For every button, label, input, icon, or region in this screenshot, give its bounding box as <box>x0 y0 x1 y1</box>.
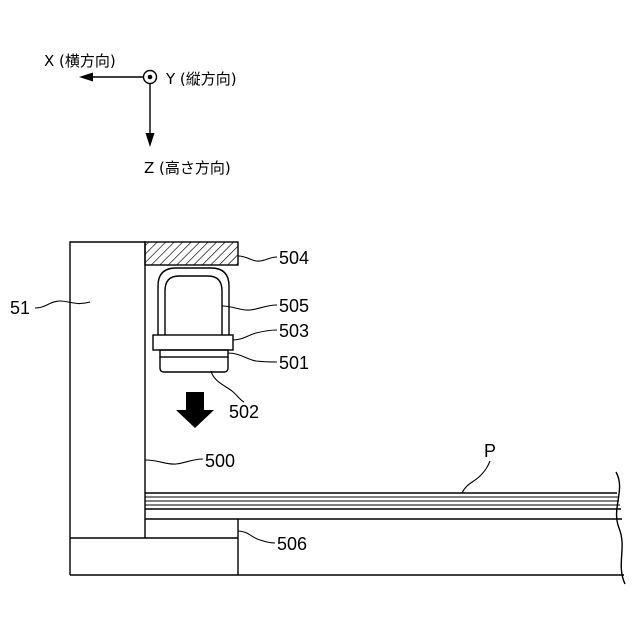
paper-stack-p <box>145 493 621 509</box>
label-p-text: P <box>484 441 496 461</box>
ring-501 <box>160 350 228 357</box>
label-505-text: 505 <box>279 296 309 316</box>
reference-labels: 51 504 505 503 501 502 500 P <box>10 248 496 554</box>
thick-down-arrow-icon <box>176 392 214 428</box>
z-axis-label: Z (高さ方向) <box>144 159 231 177</box>
leader-506 <box>238 531 275 543</box>
leader-51 <box>35 301 90 308</box>
label-505: 505 <box>222 296 309 316</box>
wall-51 <box>70 242 145 575</box>
label-506-text: 506 <box>277 534 307 554</box>
down-arrow-icon <box>146 84 155 147</box>
left-arrow-icon <box>79 73 143 82</box>
bellows-505 <box>158 268 229 335</box>
base-506 <box>70 519 624 575</box>
leader-504 <box>238 256 277 261</box>
label-504: 504 <box>238 248 309 268</box>
label-501: 501 <box>228 353 309 373</box>
label-51: 51 <box>10 298 90 318</box>
label-503-text: 503 <box>279 321 309 341</box>
label-504-text: 504 <box>279 248 309 268</box>
flange-503 <box>153 335 233 350</box>
leader-502 <box>211 371 244 402</box>
suction-pad-502 <box>160 357 228 372</box>
label-502: 502 <box>211 371 259 422</box>
out-of-page-dot-circle-icon <box>144 71 157 84</box>
label-51-text: 51 <box>10 298 30 318</box>
leader-501 <box>228 353 277 362</box>
leader-505 <box>222 305 277 310</box>
x-axis-label: X (横方向) <box>44 52 116 70</box>
label-500-text: 500 <box>205 451 235 471</box>
label-503: 503 <box>233 321 309 341</box>
leader-p <box>462 461 490 493</box>
label-502-text: 502 <box>229 402 259 422</box>
break-line <box>616 472 625 584</box>
hatched-block-504 <box>145 242 238 265</box>
label-500: 500 <box>145 451 235 471</box>
label-506: 506 <box>238 531 307 554</box>
y-axis-label: Y (縦方向) <box>165 70 237 88</box>
label-p: P <box>462 441 496 493</box>
coordinate-axes: X (横方向) Y (縦方向) Z (高さ方向) <box>44 52 237 177</box>
apparatus <box>70 242 625 584</box>
label-501-text: 501 <box>279 353 309 373</box>
leader-503 <box>233 330 277 340</box>
leader-500 <box>145 459 203 464</box>
